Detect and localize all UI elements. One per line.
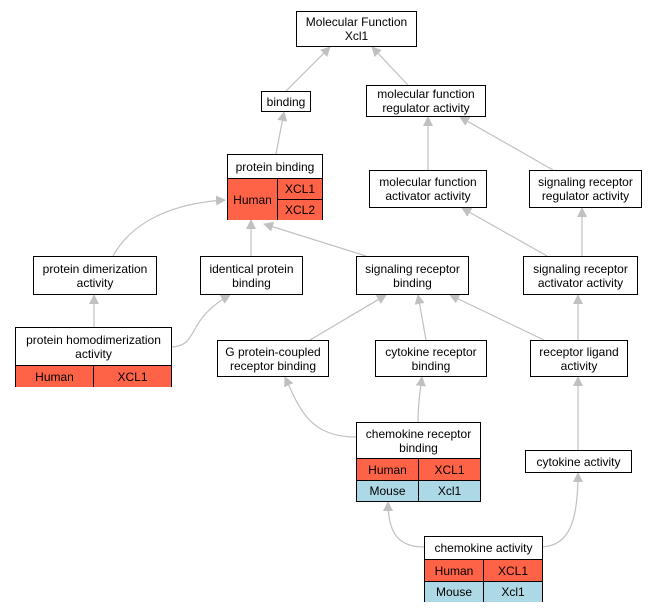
species-cell: Mouse: [369, 484, 406, 498]
annotation-table: Human XCL1 Mouse Xcl1: [425, 559, 542, 602]
node-title-line-1: signaling receptor: [533, 261, 628, 276]
species-cell: Mouse: [435, 585, 473, 599]
edge-crb-to-srb: [414, 294, 427, 341]
node-signaling-receptor-activator-activity[interactable]: signaling receptor activator activity: [523, 256, 638, 295]
node-receptor-ligand-activity[interactable]: receptor ligand activity: [530, 340, 628, 377]
node-title-line-2: binding: [411, 358, 451, 373]
species-cell: Human: [368, 462, 407, 477]
edge-gpcrb-to-srb: [309, 294, 387, 341]
node-title-line-2: regulator activity: [382, 101, 470, 115]
node-title-line-2: activator activity: [385, 189, 471, 203]
edge-mfra-to-root: [371, 46, 409, 86]
edge-pda-to-protein-binding: [112, 195, 226, 257]
node-title-line-2: activator activity: [537, 275, 624, 290]
node-chemokine-activity[interactable]: chemokine activity Human XCL1 Mouse Xcl1: [424, 536, 543, 602]
edge-srb-to-protein-binding: [263, 221, 367, 257]
node-g-protein-coupled-receptor-binding[interactable]: G protein-coupled receptor binding: [217, 340, 329, 377]
node-chemokine-receptor-binding[interactable]: chemokine receptor binding Human XCL1 Mo…: [356, 422, 481, 502]
annotation-row-human: Human XCL1: [357, 459, 480, 480]
node-title-line-2: binding: [393, 275, 432, 290]
edge-cha-to-chrb: [383, 501, 425, 548]
node-title-line-2: activity: [75, 346, 112, 361]
edge-cha-to-ca: [539, 472, 583, 548]
node-title-line-2: activity: [76, 275, 114, 290]
node-title-line-2: activity: [560, 358, 598, 373]
species-cell: Human: [434, 563, 474, 578]
gene-cell: XCL1: [93, 366, 171, 387]
node-protein-homodimerization-activity[interactable]: protein homodimerization activity Human …: [15, 327, 172, 387]
node-signaling-receptor-regulator-activity[interactable]: signaling receptor regulator activity: [529, 170, 642, 208]
gene-cell: Xcl1: [483, 582, 542, 602]
node-cytokine-activity[interactable]: cytokine activity: [525, 450, 632, 473]
gene-cell-xcl2: XCL2: [278, 199, 322, 220]
annotation-row-mouse: Mouse Xcl1: [425, 581, 542, 602]
edge-protein-binding-to-binding: [275, 111, 288, 155]
edge-sraa-to-mfaa: [461, 207, 548, 257]
edge-chrb-to-gpcrb: [284, 376, 357, 438]
node-title-line-2: regulator activity: [541, 189, 630, 203]
node-title-line-2: binding: [399, 440, 438, 455]
gene-cell: Xcl1: [418, 481, 480, 501]
node-title-line-1: protein dimerization: [42, 261, 148, 276]
edge-pha-to-ipb: [171, 294, 231, 348]
node-molecular-function-regulator-activity[interactable]: molecular function regulator activity: [366, 85, 486, 117]
node-title-line-2: Xcl1: [344, 29, 369, 43]
node-title-line-1: receptor ligand: [539, 344, 619, 359]
annotation-table: Human XCL1 XCL2: [228, 178, 322, 220]
node-title-line-2: receptor binding: [229, 358, 317, 373]
node-title-line-1: molecular function: [377, 87, 475, 101]
node-title: chemokine activity: [434, 541, 533, 555]
node-identical-protein-binding[interactable]: identical protein binding: [200, 256, 303, 295]
species-cell-human: Human: [228, 179, 278, 220]
node-title-line-1: protein homodimerization: [26, 332, 161, 347]
annotation-row-mouse: Mouse Xcl1: [357, 480, 480, 501]
node-title-line-2: binding: [232, 275, 271, 290]
gene-cell: XCL1: [483, 560, 542, 581]
node-cytokine-receptor-binding[interactable]: cytokine receptor binding: [375, 340, 487, 377]
node-binding[interactable]: binding: [261, 91, 311, 112]
node-title-line-1: molecular function: [379, 175, 477, 189]
node-molecular-function-activator-activity[interactable]: molecular function activator activity: [369, 170, 487, 208]
node-title-line-1: cytokine receptor: [385, 344, 477, 359]
node-title-line-1: Molecular Function: [305, 15, 408, 29]
edge-srra-to-mfra: [459, 116, 554, 171]
node-title: protein binding: [235, 159, 315, 174]
node-title-line-1: G protein-coupled: [225, 344, 321, 359]
node-signaling-receptor-binding[interactable]: signaling receptor binding: [356, 256, 469, 295]
gene-cell: XCL1: [418, 459, 480, 480]
node-title: cytokine activity: [536, 454, 621, 469]
annotation-row-human: Human XCL1: [425, 560, 542, 581]
node-molecular-function-xcl1[interactable]: Molecular Function Xcl1: [296, 11, 417, 47]
annotation-table: Human XCL1 Mouse Xcl1: [357, 458, 480, 501]
edge-rla-to-srb: [449, 294, 545, 341]
gene-cell-xcl1: XCL1: [284, 182, 316, 196]
node-title-line-1: signaling receptor: [538, 175, 633, 189]
node-title-line-1: chemokine receptor: [365, 426, 472, 441]
node-title-line-1: signaling receptor: [365, 261, 460, 276]
node-protein-binding[interactable]: protein binding Human XCL1 XCL2: [227, 154, 323, 220]
node-title-line-1: identical protein: [209, 261, 294, 276]
edge-binding-to-root: [285, 46, 331, 92]
node-protein-dimerization-activity[interactable]: protein dimerization activity: [33, 256, 157, 295]
node-title: binding: [266, 94, 306, 109]
edge-chrb-to-crb: [415, 376, 426, 423]
species-cell: Human: [35, 369, 74, 384]
annotation-table: Human XCL1: [16, 365, 171, 387]
annotation-row-human: Human XCL1: [16, 366, 171, 387]
